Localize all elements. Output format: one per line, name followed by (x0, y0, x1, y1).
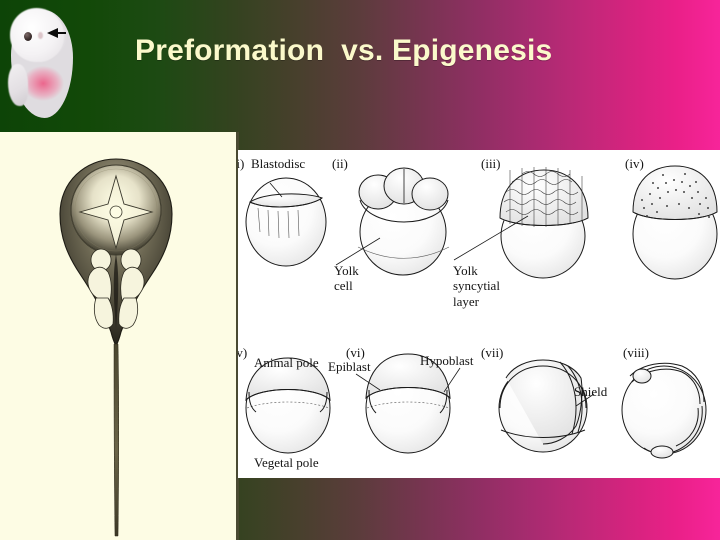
stage-label-viii: (viii) (623, 345, 649, 360)
stage-label-i: (i) (238, 156, 245, 171)
label-vegetal-pole: Vegetal pole (254, 455, 319, 470)
stage-vi-drawing (355, 353, 461, 454)
embryo-eye (24, 32, 32, 41)
pointer-arrow-tail (57, 32, 66, 34)
stage-iii-drawing (453, 167, 589, 279)
stage-label-v: (v) (238, 345, 248, 360)
homunculus-illustration (59, 158, 173, 537)
stage-label-iv: (iv) (625, 156, 644, 171)
label-epiblast: Epiblast (328, 359, 371, 374)
diagram-drawings (245, 165, 718, 459)
homunculus-figure (87, 248, 145, 329)
page-title: Preformation vs. Epigenesis (135, 34, 553, 67)
stage-label-ii: (ii) (332, 156, 348, 171)
sperm-head-inner-ring (74, 168, 158, 252)
stage-iv-drawing (632, 165, 718, 280)
star-center (109, 205, 123, 219)
zebrafish-development-diagram: (i) (ii) (iii) (iv) (v) (vi) (vii) (viii… (238, 150, 720, 478)
stage-label-iii: (iii) (481, 156, 501, 171)
embryo-nostril (38, 32, 43, 39)
label-yolk-syncytial-layer: Yolk syncytial layer (453, 263, 500, 309)
label-animal-pole: Animal pole (254, 355, 319, 370)
stage-label-vii: (vii) (481, 345, 504, 360)
label-yolk-cell: Yolk cell (334, 263, 359, 294)
homunculus-central-cleft (113, 254, 119, 328)
stage-viii-drawing (621, 362, 707, 459)
stage-v-drawing (245, 357, 331, 454)
homunculus-panel (0, 132, 239, 540)
stage-ii-drawing (335, 167, 450, 276)
label-shield: Shield (574, 384, 608, 399)
embryo-photo (2, 2, 84, 124)
embryo-limb-shape (8, 64, 28, 106)
stage-label-vi: (vi) (346, 345, 365, 360)
pointer-arrow-icon (47, 28, 58, 38)
sperm-tail (113, 343, 119, 537)
label-blastodisc: Blastodisc (251, 156, 306, 171)
stage-i-drawing (245, 177, 327, 267)
stage-vii-drawing (498, 359, 595, 453)
label-hypoblast: Hypoblast (420, 353, 474, 368)
